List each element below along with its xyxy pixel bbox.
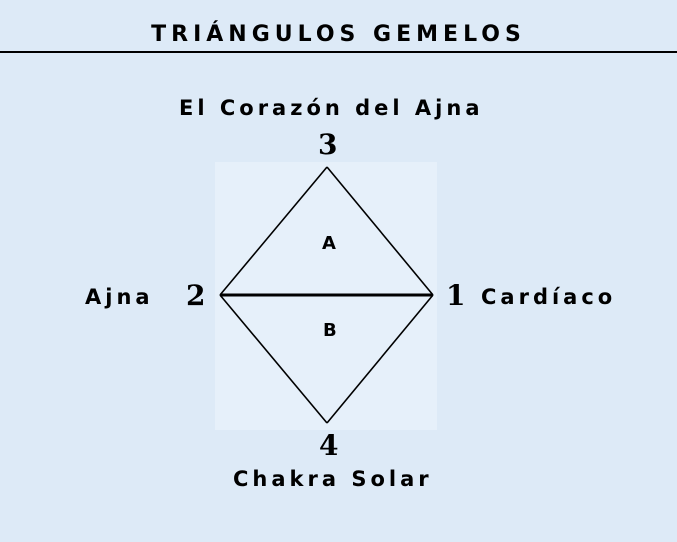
number-left-node: 2 — [186, 279, 206, 312]
label-bottom-node: Chakra Solar — [233, 467, 433, 491]
region-label-upper: A — [322, 233, 336, 254]
number-bottom-node: 4 — [319, 429, 339, 462]
label-right-node: Cardíaco — [481, 285, 617, 309]
number-right-node: 1 — [446, 279, 466, 312]
title-underline — [0, 51, 677, 53]
edge-bottom-right — [326, 294, 434, 424]
region-label-lower: B — [323, 320, 337, 341]
edge-top-right — [326, 166, 434, 296]
number-top-node: 3 — [318, 128, 338, 161]
edge-bottom-left — [219, 294, 328, 424]
label-top-node: El Corazón del Ajna — [179, 96, 484, 120]
edge-top-left — [219, 166, 328, 296]
diagram-title: TRIÁNGULOS GEMELOS — [151, 22, 526, 47]
label-left-node: Ajna — [85, 285, 154, 309]
